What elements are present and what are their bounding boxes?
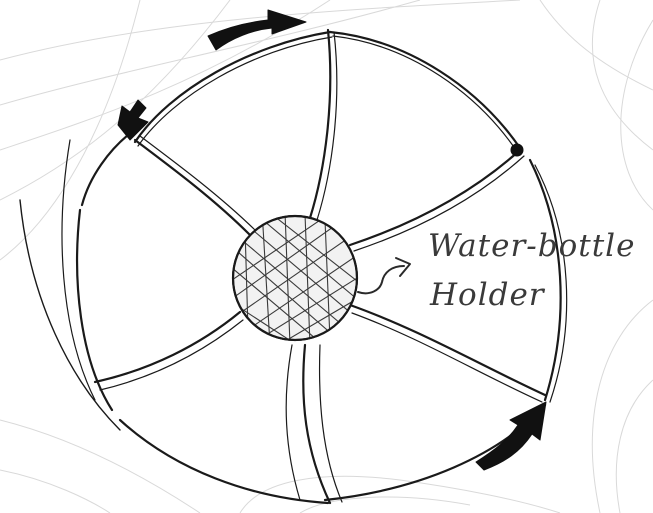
- paddle-lower-left: [95, 312, 240, 382]
- paddle-bottom: [303, 345, 330, 503]
- hub: [225, 205, 375, 360]
- label-line-2: Holder: [429, 277, 546, 313]
- curved-arrow-icon: [476, 402, 546, 470]
- paddle-upper-left: [135, 140, 250, 235]
- curly-arrow-icon: [358, 258, 410, 293]
- paddle-lower-right: [350, 305, 545, 395]
- paddle-top: [310, 30, 330, 218]
- label-line-1: Water-bottle: [428, 228, 635, 264]
- curved-arrow-icon: [118, 100, 148, 140]
